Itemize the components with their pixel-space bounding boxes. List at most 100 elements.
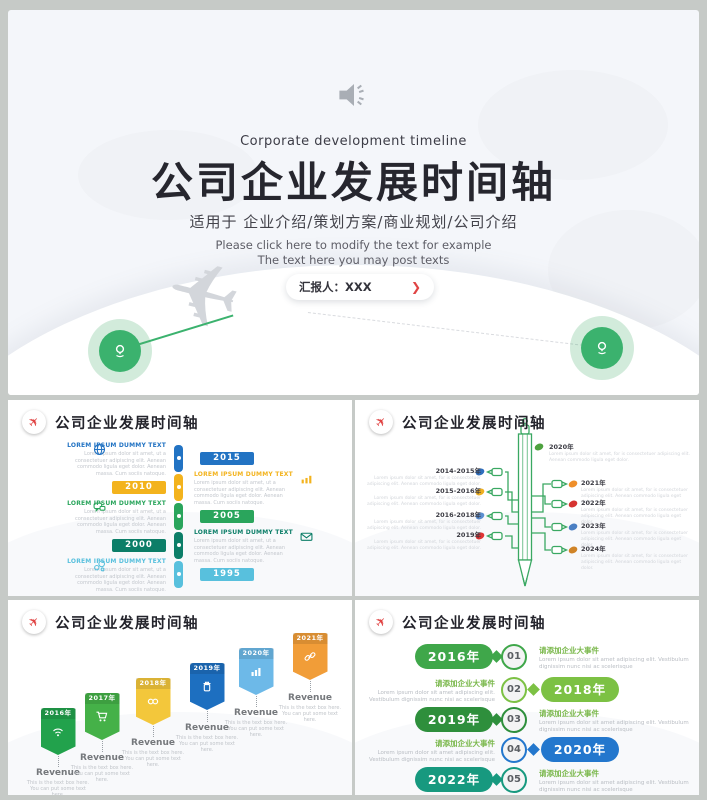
year-label-block: 2020年 Lorem ipsum dolor sit amet, for is… [549, 441, 695, 464]
plane-icon: ✈ [24, 612, 44, 632]
presenter-label: 汇报人：XXX [299, 280, 372, 294]
slide-header: ✈ 公司企业发展时间轴 [369, 610, 546, 634]
slide-header: ✈ 公司企业发展时间轴 [22, 410, 199, 434]
slide-vertical-timeline[interactable]: ✈ 公司企业发展时间轴 2015 2010 2005 2000 1995 LOR… [8, 400, 352, 596]
banner-item: 2016年 Revenue This is the text box here.… [23, 708, 93, 795]
cover-slide[interactable]: Corporate development timeline 公司企业发展时间轴… [8, 10, 699, 395]
banner-year: 2016年 [40, 708, 76, 719]
dotted-connector [57, 756, 59, 767]
banner-year: 2020年 [238, 648, 274, 659]
globe-icon [92, 441, 106, 456]
revenue-label: Revenue [185, 723, 229, 733]
plane-badge: ✈ [22, 410, 46, 434]
event-heading: 请添加企业大事件 [539, 769, 599, 778]
year-body: Lorem ipsum dolor sit amet, for is conse… [581, 488, 688, 505]
year-label: 2016-2018年 [435, 511, 481, 519]
slide-title: 公司企业发展时间轴 [402, 615, 546, 632]
plane-icon: ✈ [371, 612, 391, 632]
event-row: 2022年 05 请添加企业大事件 Lorem ipsum dolor sit … [355, 767, 699, 794]
event-row: 请添加企业大事件 Lorem ipsum dolor sit amet adip… [355, 737, 699, 764]
plane-icon: ✈ [371, 412, 391, 432]
slide-pill-timeline[interactable]: ✈ 公司企业发展时间轴 2016年 01 请添加企业大事件 Lorem ipsu… [355, 600, 699, 795]
presenter-pill: 汇报人：XXX ❯ [286, 274, 434, 300]
block-body: Lorem ipsum dolor sit amet, ut a consect… [74, 451, 166, 477]
slide-title: 公司企业发展时间轴 [55, 615, 199, 632]
year-label: 2014-2015年 [435, 467, 481, 475]
year-dot [475, 468, 485, 476]
year-banner: 2019年 [189, 663, 225, 710]
year-dot [475, 512, 485, 520]
revenue-label: Revenue [36, 768, 80, 778]
year-banner: 2016年 [40, 708, 76, 755]
timeline-text-block: LOREM IPSUM DUMMY TEXT Lorem ipsum dolor… [66, 500, 166, 535]
dotted-connector [206, 711, 208, 722]
year-label: 2019年 [456, 531, 481, 539]
year-body: Lorem ipsum dolor sit amet, for is conse… [581, 531, 688, 548]
wifi-icon [41, 725, 76, 738]
year-banner: 2017年 [84, 693, 120, 740]
slide-banner-timeline[interactable]: ✈ 公司企业发展时间轴 2016年 Revenue This is the te… [8, 600, 352, 795]
year-chip: 2015 [200, 452, 254, 465]
link-icon [293, 650, 328, 663]
block-heading: LOREM IPSUM DUMMY TEXT [67, 442, 166, 449]
year-banner: 2020年 [238, 648, 274, 695]
revenue-caption: This is the text box here. You can put s… [26, 780, 90, 795]
location-pin-icon-right [581, 327, 623, 369]
banner-item: 2019年 Revenue This is the text box here.… [172, 663, 242, 754]
year-body: Lorem ipsum dolor sit amet, for is conse… [581, 508, 688, 525]
event-row: 2016年 01 请添加企业大事件 Lorem ipsum dolor sit … [355, 644, 699, 671]
year-body: Lorem ipsum dolor sit amet, for is conse… [549, 452, 691, 463]
year-pill: 2020年 [541, 737, 619, 762]
dotted-connector [255, 696, 257, 707]
block-body: Lorem ipsum dolor sit amet, ut a consect… [194, 538, 286, 564]
year-banner: 2018年 [135, 678, 171, 725]
cover-title: 公司企业发展时间轴 [150, 158, 556, 207]
timeline-text-block: LOREM IPSUM DUMMY TEXT Lorem ipsum dolor… [66, 558, 166, 593]
pill-connector [527, 683, 540, 696]
event-text: 请添加企业大事件 Lorem ipsum dolor sit amet adip… [365, 738, 495, 764]
year-dot [568, 480, 578, 488]
event-body: Lorem ipsum dolor sit amet adipiscing el… [369, 690, 495, 703]
year-banner: 2021年 [292, 633, 328, 680]
year-label: 2024年 [581, 545, 606, 553]
event-body: Lorem ipsum dolor sit amet adipiscing el… [539, 657, 689, 670]
year-label: 2022年 [581, 499, 606, 507]
cover-caption-line2: The text here you may post texts [257, 253, 450, 267]
event-heading: 请添加企业大事件 [539, 709, 599, 718]
year-dot [568, 500, 578, 508]
slide-header: ✈ 公司企业发展时间轴 [22, 610, 199, 634]
cover-subtitle: 适用于 企业介绍/策划方案/商业规划/公司介绍 [189, 213, 518, 231]
slide-pencil-timeline[interactable]: ✈ 公司企业发展时间轴 [355, 400, 699, 596]
map-decoration [478, 70, 668, 180]
banner-item: 2017年 Revenue This is the text box here.… [67, 693, 137, 784]
plane-badge: ✈ [369, 410, 393, 434]
event-body: Lorem ipsum dolor sit amet adipiscing el… [539, 780, 689, 793]
event-heading: 请添加企业大事件 [435, 739, 495, 748]
cart-icon [85, 710, 120, 723]
timeline-segment [174, 474, 183, 501]
slide-title: 公司企业发展时间轴 [402, 415, 546, 432]
year-dot [475, 488, 485, 496]
timeline-segment [174, 445, 183, 472]
plane-icon: ✈ [24, 412, 44, 432]
timeline-segment [174, 503, 183, 530]
cover-caption-line1: Please click here to modify the text for… [215, 238, 492, 252]
year-body: Lorem ipsum dolor sit amet, for is conse… [366, 496, 481, 507]
revenue-label: Revenue [234, 708, 278, 718]
event-body: Lorem ipsum dolor sit amet adipiscing el… [539, 720, 689, 733]
year-dot [534, 443, 544, 451]
step-number: 04 [501, 737, 527, 763]
chat-icon [92, 499, 106, 513]
plane-badge: ✈ [369, 610, 393, 634]
event-heading: 请添加企业大事件 [435, 679, 495, 688]
event-row: 2019年 03 请添加企业大事件 Lorem ipsum dolor sit … [355, 707, 699, 734]
year-chip: 2005 [200, 510, 254, 523]
timeline-segment [174, 532, 183, 559]
revenue-caption: This is the text box here. You can put s… [224, 720, 288, 739]
year-chip: 2010 [112, 481, 166, 494]
timeline-text-block: LOREM IPSUM DUMMY TEXT Lorem ipsum dolor… [66, 442, 166, 477]
year-body: Lorem ipsum dolor sit amet, for is conse… [366, 476, 481, 487]
